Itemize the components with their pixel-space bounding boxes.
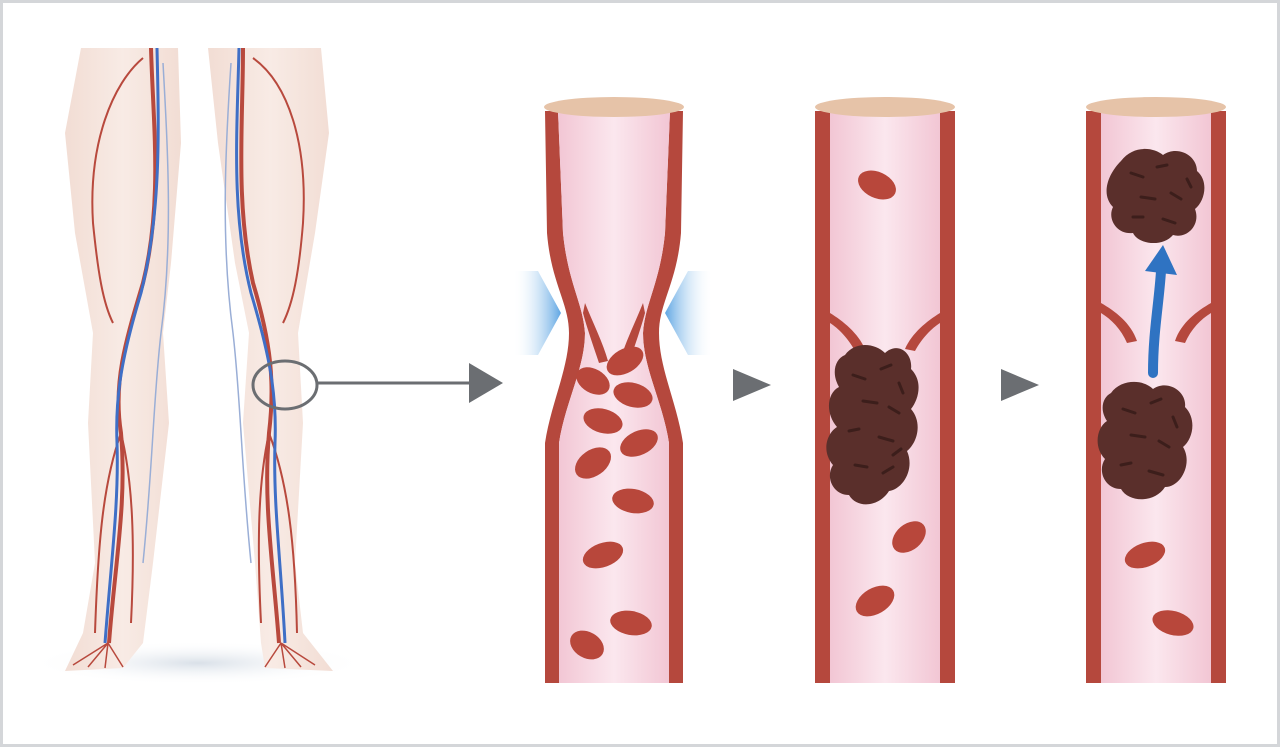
blood-cell bbox=[892, 521, 926, 553]
valve-flap-left bbox=[1101, 303, 1137, 343]
valve-flap-right bbox=[1175, 303, 1211, 343]
clot-texture bbox=[1129, 163, 1193, 225]
right-vein-main bbox=[235, 47, 287, 644]
flow-arrow-shaft bbox=[1148, 266, 1166, 378]
left-artery-branch bbox=[120, 432, 134, 624]
blood-cell bbox=[612, 488, 654, 514]
vein-wall bbox=[643, 111, 683, 683]
blood-cells bbox=[855, 170, 926, 617]
step-arrow bbox=[733, 369, 771, 401]
vein-lumen bbox=[558, 111, 670, 683]
vein-clot-forming bbox=[815, 97, 1039, 683]
left-foot-vessels bbox=[72, 642, 124, 669]
right-foot-vessels bbox=[264, 642, 316, 669]
blood-clot bbox=[826, 345, 919, 505]
vein-wall bbox=[1211, 111, 1226, 683]
vein-wall bbox=[545, 111, 585, 683]
right-vein-branch bbox=[224, 62, 252, 564]
vein-wall bbox=[815, 111, 830, 683]
valve-flap-left bbox=[830, 313, 865, 351]
pressure-arrow-right bbox=[665, 271, 713, 355]
blood-cell bbox=[1152, 610, 1194, 636]
zoom-circle bbox=[251, 359, 319, 411]
left-vein-branch bbox=[142, 62, 170, 564]
blood-cell bbox=[620, 429, 658, 457]
blood-cell bbox=[576, 367, 610, 395]
pressure-arrow-left bbox=[513, 271, 561, 355]
blood-cell bbox=[613, 382, 653, 408]
blood-cell bbox=[606, 346, 644, 376]
valve-flap-left bbox=[583, 303, 608, 363]
clot-texture bbox=[847, 363, 905, 475]
valve-flap-right bbox=[905, 313, 940, 351]
blood-cell bbox=[570, 630, 604, 660]
dvt-diagram bbox=[28, 47, 1226, 685]
embolus-clot bbox=[1106, 148, 1205, 244]
blood-cell bbox=[1124, 541, 1166, 569]
blood-cells bbox=[570, 346, 658, 660]
vein-wall bbox=[940, 111, 955, 683]
step-arrow bbox=[1001, 369, 1039, 401]
vein-opening-rim bbox=[1086, 97, 1226, 117]
blood-cell bbox=[583, 408, 623, 434]
clot-texture bbox=[1119, 397, 1179, 477]
zoom-arrowhead bbox=[469, 363, 503, 403]
blood-clot bbox=[1097, 381, 1193, 500]
vein-compressed bbox=[513, 97, 771, 683]
blood-cell bbox=[858, 170, 896, 200]
vein-wall bbox=[1086, 111, 1101, 683]
left-artery-branch bbox=[94, 432, 122, 634]
vein-clot-embolus bbox=[1086, 97, 1226, 683]
vein-opening-rim bbox=[815, 97, 955, 117]
left-vein-main bbox=[103, 47, 160, 644]
left-artery-branch bbox=[91, 57, 144, 324]
right-artery-branch bbox=[252, 57, 305, 324]
blood-cell bbox=[582, 541, 624, 569]
right-artery-branch bbox=[257, 432, 270, 624]
blood-cell bbox=[855, 585, 895, 617]
blood-cell bbox=[574, 447, 612, 479]
vein-opening-rim bbox=[544, 97, 684, 117]
flow-arrowhead bbox=[1145, 245, 1177, 275]
blood-cells bbox=[1124, 541, 1194, 636]
blood-cell bbox=[610, 610, 652, 636]
right-artery-main bbox=[239, 47, 281, 644]
legs-venous-system bbox=[28, 47, 503, 685]
